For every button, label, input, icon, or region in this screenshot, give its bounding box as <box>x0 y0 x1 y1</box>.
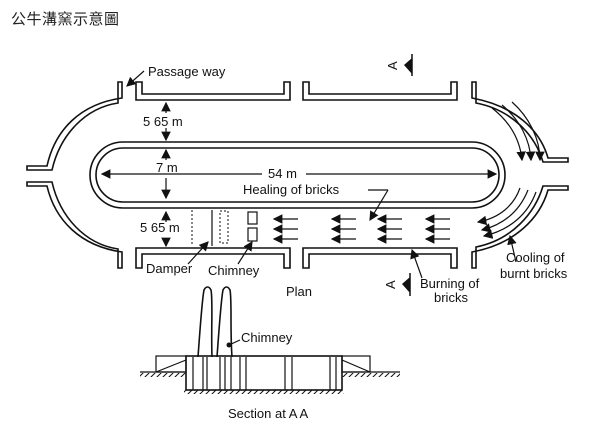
section-marker-bottom: A <box>383 273 411 296</box>
outer-wall-bottom-left <box>135 247 291 269</box>
central-island <box>89 141 506 209</box>
label-dim-width: 7 m <box>156 160 178 175</box>
label-section-caption: Section at A A <box>228 406 309 421</box>
label-cooling-1: Cooling of <box>506 250 565 265</box>
section-marker-top-label: A <box>385 61 400 70</box>
label-burning-1: Burning of <box>420 276 480 291</box>
chimney-stack-1 <box>197 286 213 358</box>
outer-wall-right-curve <box>471 81 569 269</box>
pointer-arrows <box>126 70 517 279</box>
outer-wall-top-left <box>135 81 291 101</box>
label-chimney-section: Chimney <box>241 330 293 345</box>
damper-chimney-elements <box>191 210 258 246</box>
chimney-stack-2 <box>216 286 233 358</box>
section-view <box>140 286 400 394</box>
section-marker-bottom-label: A <box>383 280 398 289</box>
outer-wall-top-right <box>302 81 458 101</box>
label-passage-way: Passage way <box>148 64 226 79</box>
curved-flow-arrows <box>476 101 545 239</box>
label-burning-2: bricks <box>434 290 468 305</box>
label-heating: Healing of bricks <box>243 182 340 197</box>
outer-wall-left-curve <box>26 81 123 269</box>
label-damper: Damper <box>146 261 193 276</box>
flow-arrows <box>272 214 450 244</box>
label-dim-bottom: 5 65 m <box>140 220 180 235</box>
diagram-title: 公牛溝窯示意圖 <box>11 10 120 28</box>
outer-wall-bottom-right <box>302 247 458 269</box>
section-marker-top: A <box>385 54 413 76</box>
label-dim-top: 5 65 m <box>143 114 183 129</box>
label-dim-length: 54 m <box>268 166 297 181</box>
label-plan: Plan <box>286 284 312 299</box>
label-chimney-plan: Chimney <box>208 263 260 278</box>
label-cooling-2: burnt bricks <box>500 266 568 281</box>
